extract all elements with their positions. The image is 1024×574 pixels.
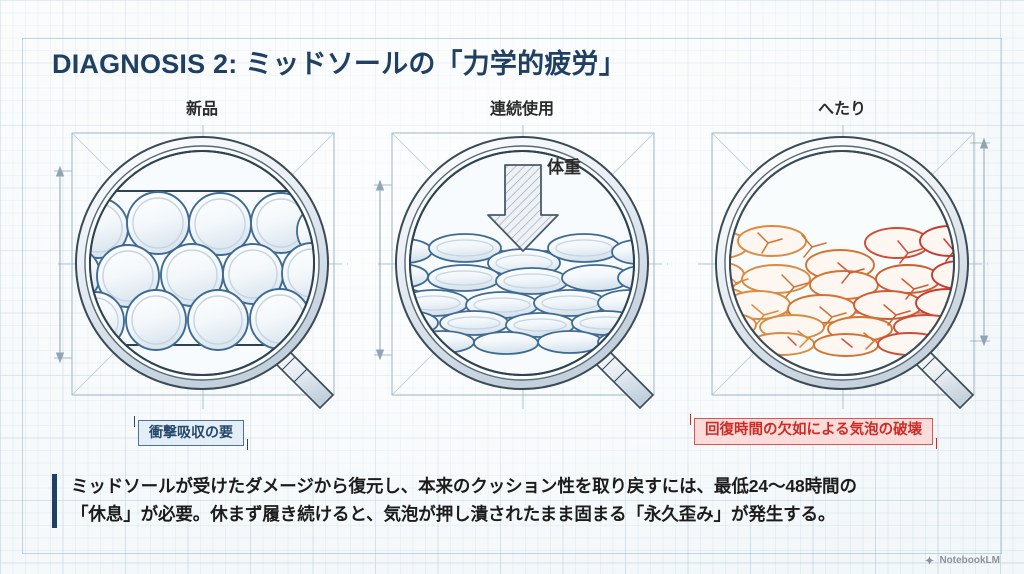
caption-line-1: ミッドソールが受けたダメージから復元し、本来のクッション性を取り戻すには、最低2… [71,476,857,496]
badge-label: 回復時間の欠如による気泡の破壊 [705,422,923,438]
caption-text: ミッドソールが受けたダメージから復元し、本来のクッション性を取り戻すには、最低2… [71,472,857,529]
caption-block: ミッドソールが受けたダメージから復元し、本来のクッション性を取り戻すには、最低2… [52,472,970,534]
caption-line-2: 「休息」が必要。休まず履き続けると、気泡が押し潰されたまま固まる「永久歪み」が発… [71,504,836,525]
weight-arrow-icon [487,164,559,252]
panel-flattened: へたり [692,95,992,425]
caption-accent-bar [52,474,57,528]
weight-arrow-label: 体重 [547,158,581,177]
notebooklm-logo-icon [925,555,935,566]
panel-label-new: 新品 [185,101,218,118]
panel-label-continuous-use: 連続使用 [489,101,554,118]
panel-label-flattened: へたり [817,101,866,118]
badge-label: 衝撃吸収の要 [149,424,233,440]
watermark: NotebookLM [924,555,1000,566]
diagram-ruptured-midsole-cells [692,123,992,425]
page-title: DIAGNOSIS 2: ミッドソールの「力学的疲労」 [52,48,626,79]
status-badge-shock-absorption: 衝撃吸収の要 [134,416,248,451]
watermark-label: NotebookLM [939,555,1000,566]
panel-continuous-use: 連続使用 [372,95,672,425]
diagram-compressed-midsole-cells [372,123,672,425]
panel-new: 新品 [52,95,352,425]
status-badge-bubble-destruction: 回復時間の欠如による気泡の破壊 [690,414,938,449]
diagram-new-midsole-cells [52,123,352,425]
